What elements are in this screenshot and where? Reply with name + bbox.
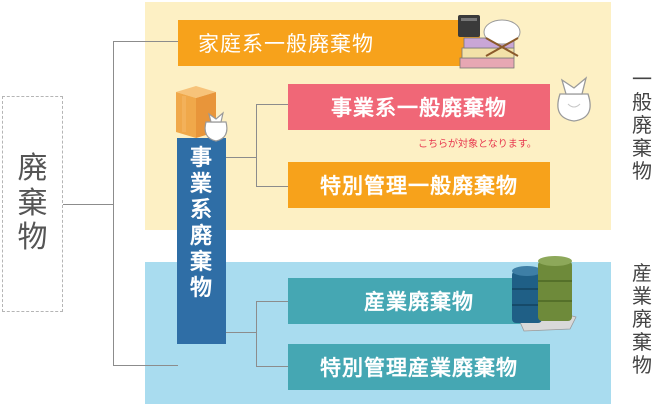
vertical-char: 業: [189, 171, 213, 197]
target-note: こちらが対象となります。: [418, 139, 537, 150]
connector-industrial-band: [113, 365, 178, 366]
household-general-waste-label: 家庭系一般廃棄物: [198, 32, 374, 56]
vertical-char: 物: [189, 275, 213, 301]
connector-business-general: [226, 157, 256, 158]
special-general-waste-label: 特別管理一般廃棄物: [320, 174, 518, 198]
vertical-char: 般: [632, 90, 652, 114]
trash-bag-icon: [204, 111, 228, 142]
vertical-char: 系: [189, 197, 213, 223]
vertical-char: 棄: [189, 249, 213, 275]
special-general-waste-box: 特別管理一般廃棄物: [288, 162, 550, 208]
root-waste-label: 廃棄物: [18, 152, 48, 256]
vertical-char: 棄: [632, 136, 652, 160]
business-waste-label: 事業系廃棄物: [190, 146, 213, 302]
connector-root-vertical: [113, 41, 114, 365]
industrial-waste-box: 産業廃棄物: [288, 278, 550, 324]
business-general-waste-box: 事業系一般廃棄物: [288, 84, 550, 130]
vertical-char: 廃: [189, 223, 213, 249]
vertical-char: 廃: [17, 151, 48, 187]
special-industrial-waste-box: 特別管理産業廃棄物: [288, 344, 550, 390]
connector-root: [63, 204, 113, 205]
special-industrial-waste-label: 特別管理産業廃棄物: [320, 356, 518, 380]
vertical-char: 事: [189, 146, 213, 171]
connector-business-general-vertical: [256, 104, 257, 186]
industrial-waste-label: 産業廃棄物: [364, 290, 474, 314]
connector-to-special-industrial: [256, 366, 288, 367]
vertical-char: 業: [632, 284, 652, 308]
connector-to-special-general: [256, 186, 288, 187]
vertical-char: 物: [632, 159, 652, 183]
connector-to-industrial: [256, 301, 288, 302]
household-general-waste-box: 家庭系一般廃棄物: [178, 20, 480, 66]
vertical-char: 物: [632, 353, 652, 377]
root-waste-box: 廃棄物: [2, 96, 63, 312]
general-waste-side-label: 一般廃棄物: [628, 68, 656, 183]
industrial-drums-icon: [512, 256, 577, 332]
vertical-char: 産: [632, 261, 652, 285]
vertical-char: 廃: [632, 113, 652, 137]
connector-business-industrial-vertical: [256, 301, 257, 366]
vertical-char: 廃: [632, 307, 652, 331]
vertical-char: 物: [17, 220, 48, 256]
household-items-icon: [458, 15, 521, 69]
vertical-char: 棄: [632, 330, 652, 354]
connector-household: [113, 41, 178, 42]
vertical-char: 棄: [17, 185, 48, 221]
vertical-char: 一: [632, 67, 652, 91]
business-trash-bag-icon: [557, 76, 591, 122]
business-general-waste-label: 事業系一般廃棄物: [331, 96, 507, 120]
connector-to-business-general: [256, 104, 288, 105]
business-waste-box: 事業系廃棄物: [177, 138, 226, 344]
connector-business-industrial: [226, 332, 256, 333]
industrial-waste-side-label: 産業廃棄物: [628, 262, 656, 377]
cardboard-box-icon: [176, 86, 216, 138]
